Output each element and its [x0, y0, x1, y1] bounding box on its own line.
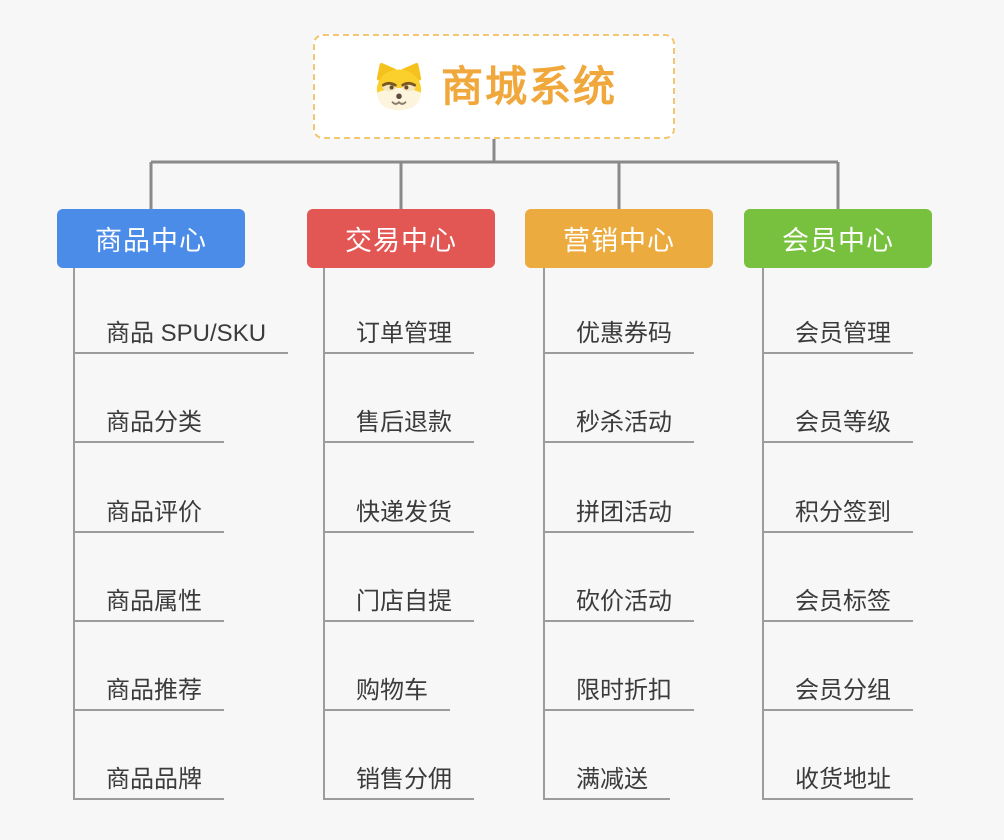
topic-item-product-review[interactable]: 商品评价	[73, 491, 224, 533]
topic-item-bargain-activity[interactable]: 砍价活动	[543, 580, 694, 622]
topic-item-express-delivery[interactable]: 快递发货	[323, 491, 474, 533]
topic-item-limited-discount[interactable]: 限时折扣	[543, 669, 694, 711]
branch-drop-lines	[149, 162, 840, 209]
branch-node-product-center[interactable]: 商品中心	[57, 209, 245, 268]
root-title: 商城系统	[440, 62, 617, 110]
topic-item-product-category[interactable]: 商品分类	[73, 401, 224, 443]
topic-item-order-management[interactable]: 订单管理	[323, 312, 474, 354]
branch-node-trade-center[interactable]: 交易中心	[307, 209, 495, 268]
topic-item-aftersale-refund[interactable]: 售后退款	[323, 401, 474, 443]
shiba-dog-icon	[371, 62, 427, 111]
topic-item-product-brand[interactable]: 商品品牌	[73, 758, 224, 800]
topic-item-member-management[interactable]: 会员管理	[762, 312, 913, 354]
topic-item-group-buy[interactable]: 拼团活动	[543, 491, 694, 533]
topic-item-member-tag[interactable]: 会员标签	[762, 580, 913, 622]
topic-item-product-attribute[interactable]: 商品属性	[73, 580, 224, 622]
topic-item-shopping-cart[interactable]: 购物车	[323, 669, 450, 711]
topic-item-shipping-address[interactable]: 收货地址	[762, 758, 913, 800]
topic-item-sales-commission[interactable]: 销售分佣	[323, 758, 474, 800]
topic-item-member-group[interactable]: 会员分组	[762, 669, 913, 711]
topic-item-flash-sale[interactable]: 秒杀活动	[543, 401, 694, 443]
topic-item-points-checkin[interactable]: 积分签到	[762, 491, 913, 533]
topic-item-store-pickup[interactable]: 门店自提	[323, 580, 474, 622]
branch-node-marketing-center[interactable]: 营销中心	[525, 209, 713, 268]
topic-item-full-reduction[interactable]: 满减送	[543, 758, 670, 800]
topic-item-coupon-code[interactable]: 优惠券码	[543, 312, 694, 354]
topic-item-product-recommend[interactable]: 商品推荐	[73, 669, 224, 711]
root-node[interactable]: 商城系统	[313, 34, 675, 139]
topic-item-product-spu-sku[interactable]: 商品 SPU/SKU	[73, 312, 289, 354]
topic-item-member-level[interactable]: 会员等级	[762, 401, 913, 443]
branch-node-member-center[interactable]: 会员中心	[744, 209, 932, 268]
